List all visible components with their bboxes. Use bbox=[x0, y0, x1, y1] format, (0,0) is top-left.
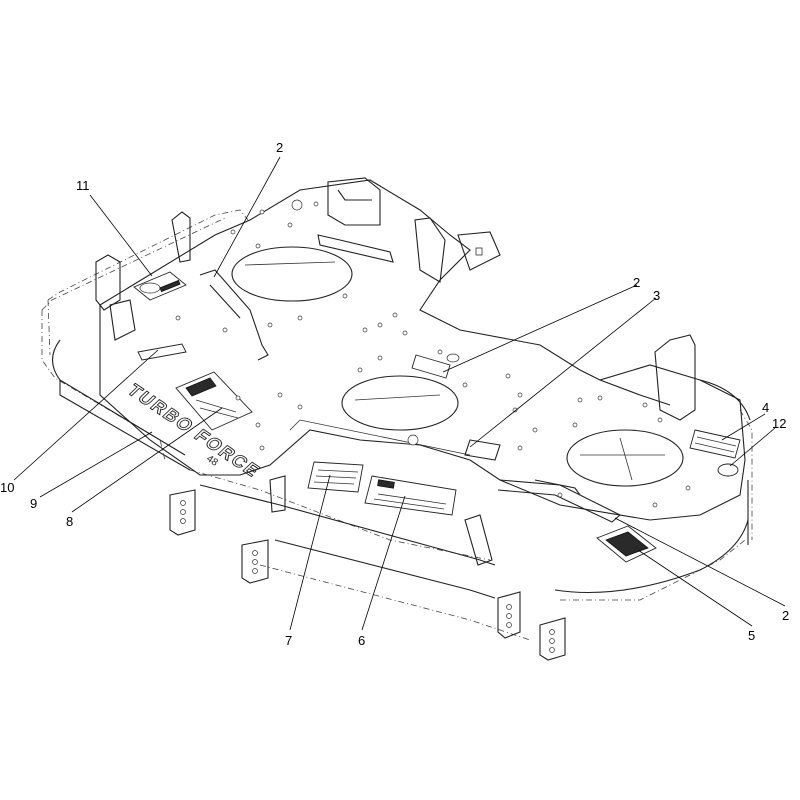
leader-6 bbox=[361, 495, 406, 631]
leader-8 bbox=[71, 407, 223, 513]
leader-12 bbox=[729, 427, 776, 467]
leader-9 bbox=[39, 431, 153, 498]
callout-5: 5 bbox=[748, 628, 755, 643]
decal-10 bbox=[137, 343, 187, 361]
callout-2-right: 2 bbox=[782, 608, 789, 623]
leader-lines bbox=[13, 156, 786, 631]
callout-7: 7 bbox=[285, 633, 292, 648]
decal-top-plate bbox=[411, 354, 451, 379]
decal-12 bbox=[717, 463, 739, 477]
leader-2-center bbox=[442, 284, 638, 373]
callout-6: 6 bbox=[358, 633, 365, 648]
callout-9: 9 bbox=[30, 496, 37, 511]
callout-11: 11 bbox=[76, 178, 90, 193]
deck-shell bbox=[41, 209, 753, 641]
center-blade-opening bbox=[341, 375, 459, 431]
callout-12: 12 bbox=[772, 416, 786, 431]
leader-2-right bbox=[614, 517, 786, 607]
leader-10 bbox=[13, 349, 159, 481]
blade-openings bbox=[231, 246, 684, 487]
mounting-holes bbox=[175, 199, 691, 508]
left-blade-opening bbox=[231, 246, 353, 302]
callouts: 2 11 2 3 4 12 10 9 8 7 6 5 2 bbox=[0, 140, 789, 648]
leader-3 bbox=[469, 297, 657, 448]
callout-2-center: 2 bbox=[633, 275, 640, 290]
decals bbox=[133, 271, 741, 563]
callout-8: 8 bbox=[66, 514, 73, 529]
callout-10: 10 bbox=[0, 480, 14, 495]
callout-3: 3 bbox=[653, 288, 660, 303]
decal-4 bbox=[689, 429, 741, 459]
leader-4 bbox=[721, 413, 766, 441]
callout-4: 4 bbox=[762, 400, 769, 415]
leader-2-top bbox=[213, 156, 281, 278]
right-blade-opening bbox=[566, 429, 684, 487]
mounting-brackets bbox=[95, 177, 696, 421]
leader-7 bbox=[289, 474, 331, 631]
leader-11 bbox=[89, 194, 153, 277]
callout-2-top: 2 bbox=[276, 140, 283, 155]
leader-5 bbox=[637, 549, 753, 627]
front-hitches bbox=[169, 475, 566, 661]
